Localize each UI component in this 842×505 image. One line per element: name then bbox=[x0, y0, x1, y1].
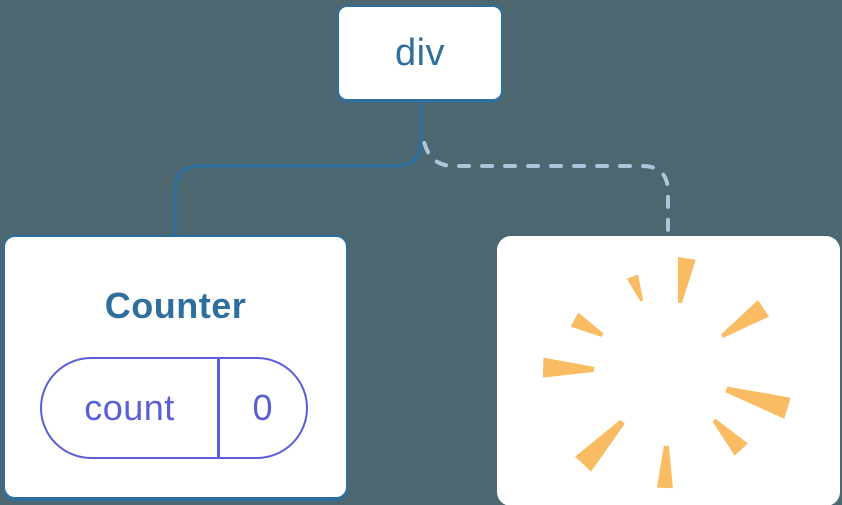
state-value-label: 0 bbox=[252, 387, 274, 428]
starburst-ray bbox=[721, 300, 770, 338]
starburst-ray bbox=[575, 419, 625, 472]
starburst-ray bbox=[725, 386, 791, 419]
root-node: div bbox=[337, 5, 503, 101]
starburst-icon bbox=[542, 257, 791, 489]
counter-component-card: Counter count 0 bbox=[3, 235, 348, 499]
starburst-ray bbox=[570, 312, 604, 337]
starburst-ray bbox=[712, 418, 748, 456]
state-value-section: 0 bbox=[220, 359, 307, 457]
connector-dashed-right bbox=[421, 137, 670, 239]
pill-divider bbox=[217, 359, 220, 457]
starburst-ray bbox=[626, 274, 644, 302]
root-node-label: div bbox=[394, 31, 446, 74]
starburst-ray bbox=[656, 445, 673, 489]
state-key-section: count bbox=[42, 359, 217, 457]
connector-solid-left bbox=[173, 100, 423, 239]
starburst-ray bbox=[677, 257, 696, 304]
removed-component-card bbox=[497, 236, 840, 505]
counter-title: Counter bbox=[104, 285, 247, 326]
starburst-ray bbox=[542, 357, 595, 378]
state-pill: count 0 bbox=[40, 357, 308, 459]
state-key-label: count bbox=[84, 387, 175, 428]
